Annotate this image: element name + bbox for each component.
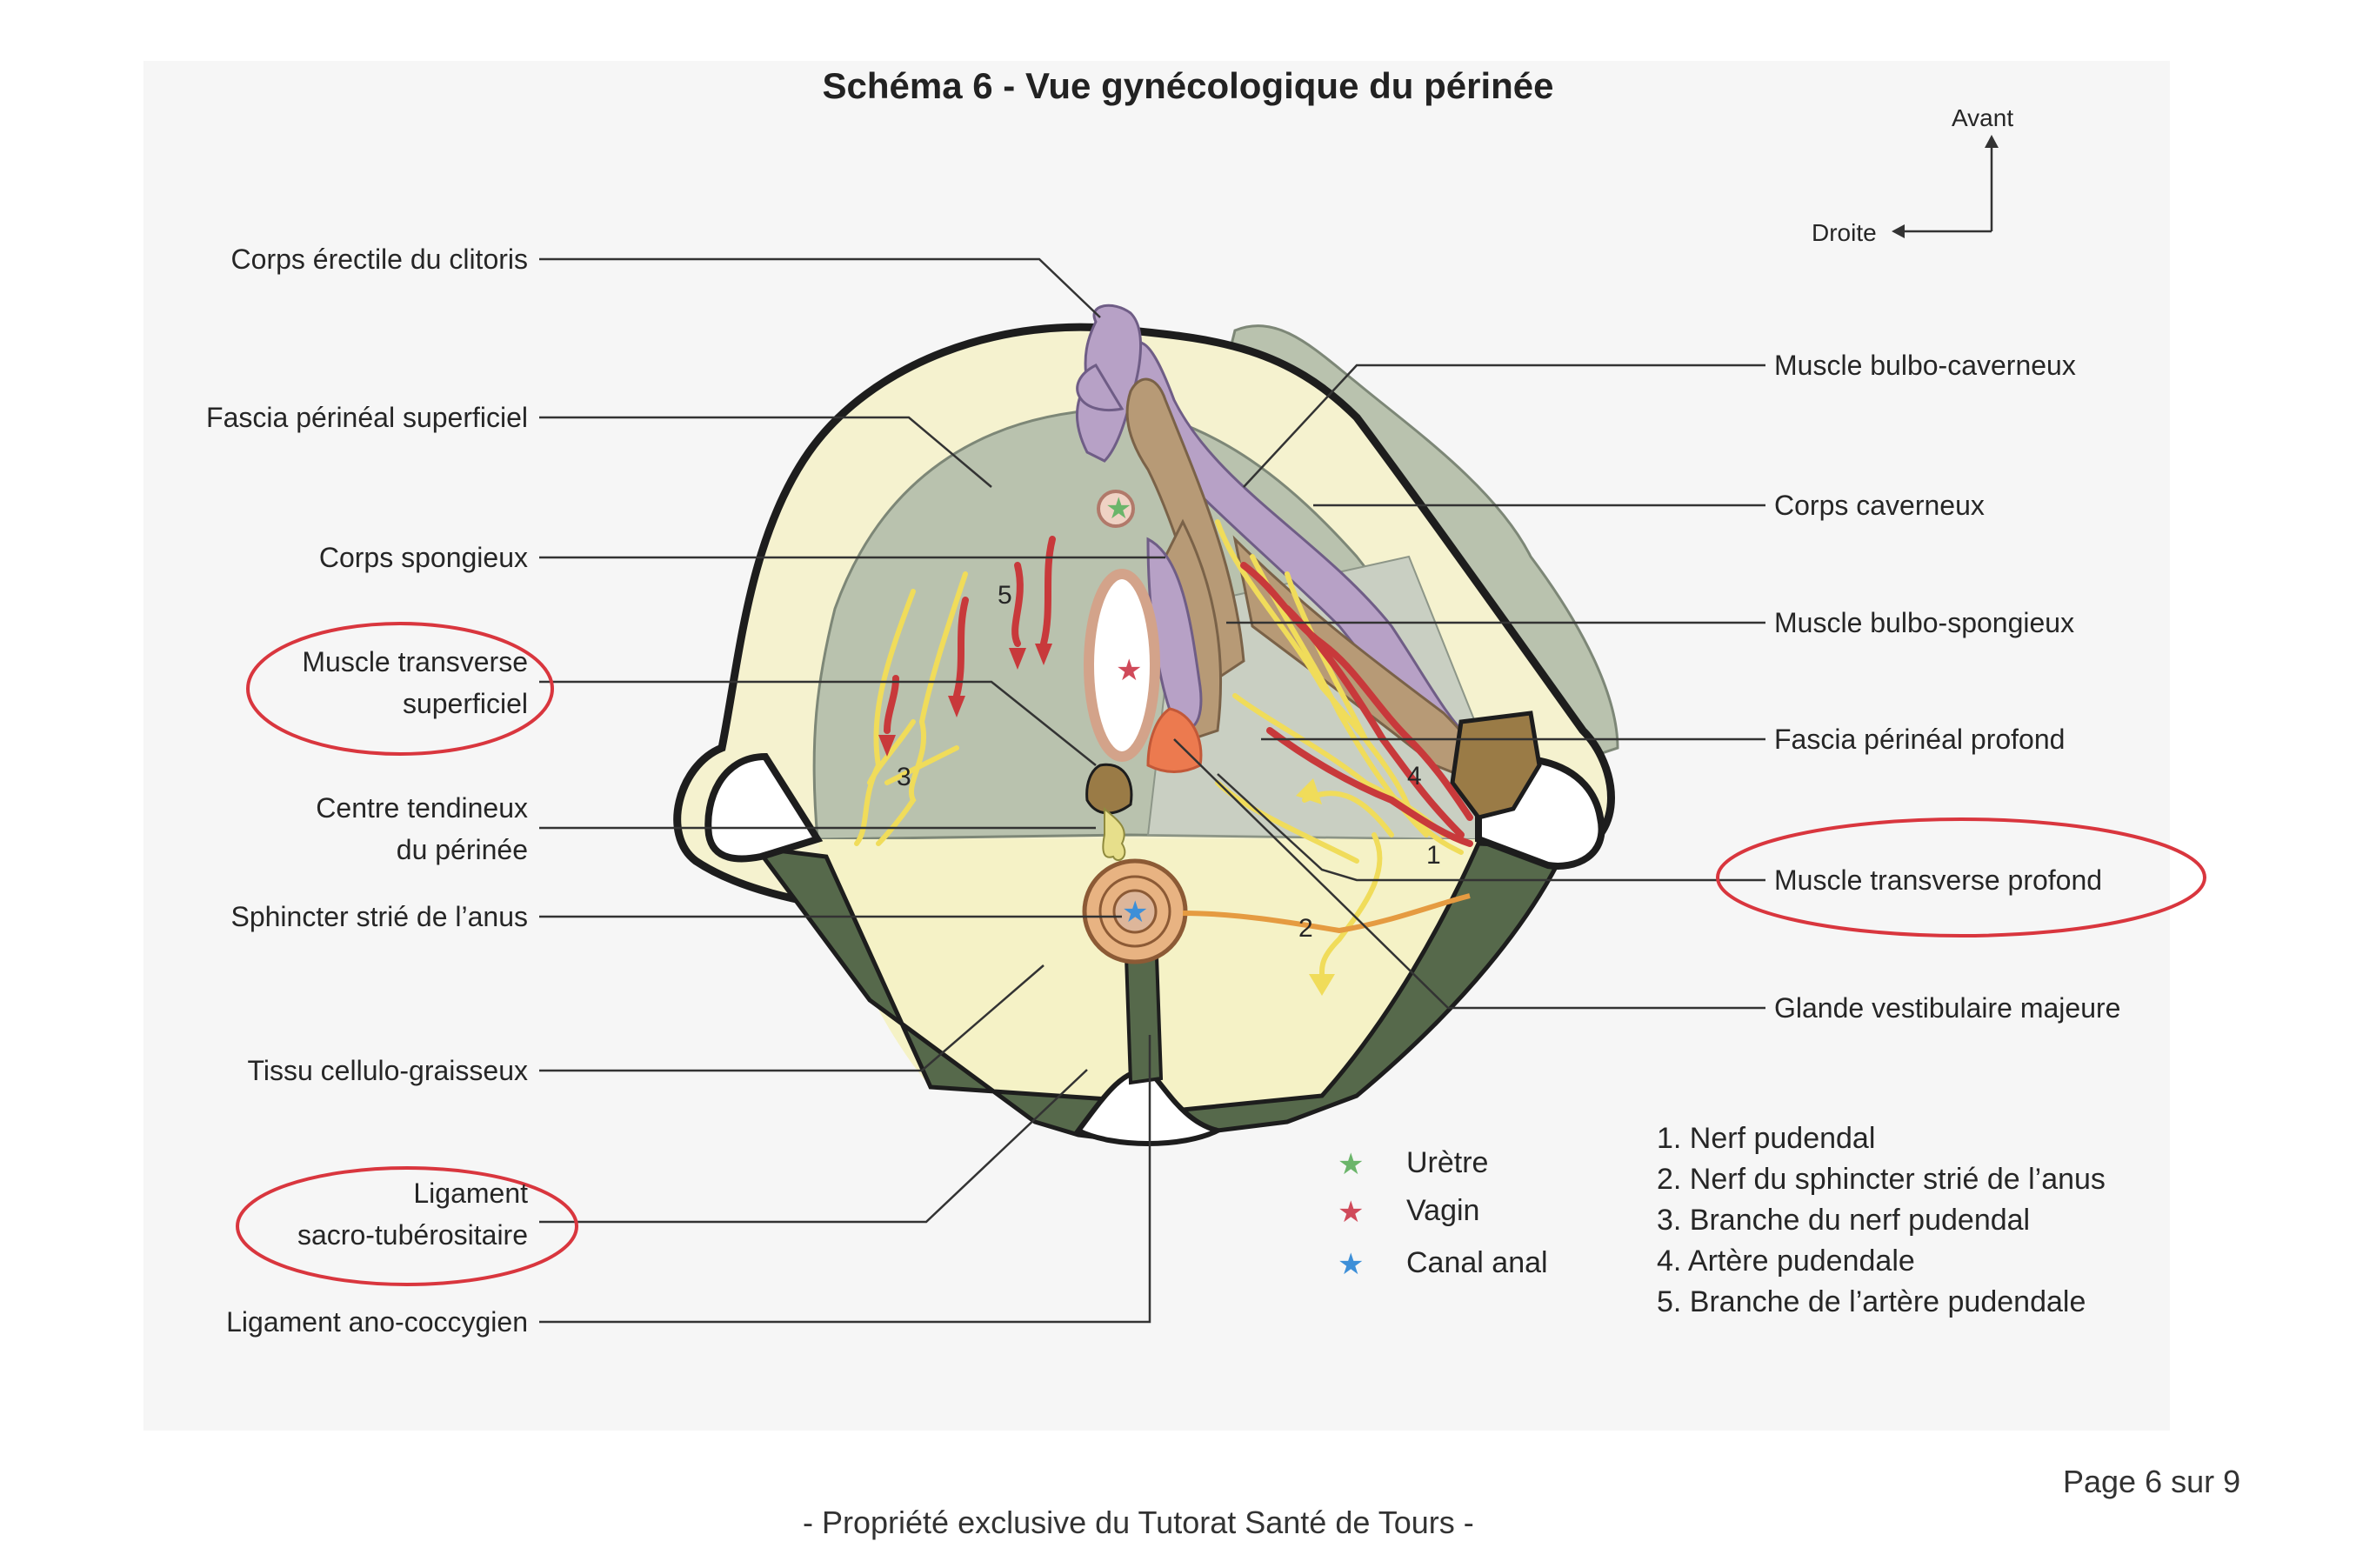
label-muscle-transverse-profond: Muscle transverse profond <box>1774 864 2103 896</box>
figure-number-2: 2 <box>1298 914 1313 943</box>
vagina-star-icon: ★ <box>1116 654 1143 687</box>
label-muscle-bulbo-spongieux: Muscle bulbo-spongieux <box>1774 607 2075 638</box>
orientation-front-label: Avant <box>1952 104 2014 131</box>
label-tissu-cellulo-graisseux: Tissu cellulo-graisseux <box>247 1055 528 1086</box>
centre-tendineux-perinee <box>1085 763 1133 815</box>
anal-canal-star-icon: ★ <box>1122 896 1149 929</box>
artery-arrows <box>878 644 1052 757</box>
ligament-ano-coccygien <box>1124 955 1164 1085</box>
nerve-arrows <box>1296 778 1335 996</box>
diagram-title: Schéma 6 - Vue gynécologique du périnée <box>822 65 1554 106</box>
figure-number-1: 1 <box>1426 841 1441 870</box>
label-muscle-bulbo-caverneux: Muscle bulbo-caverneux <box>1774 350 2076 381</box>
legend-number-5: 5. Branche de l’artère pudendale <box>1657 1285 2086 1318</box>
ligament-sacro-tuberositaire-right <box>1147 841 1569 1133</box>
figure-number-4: 4 <box>1407 762 1422 791</box>
label-corps-erectile-clitoris: Corps érectile du clitoris <box>230 244 528 275</box>
orientation-right-label: Droite <box>1812 219 1877 246</box>
raphe-perineal <box>1102 806 1126 861</box>
label-glande-vestibulaire-majeure: Glande vestibulaire majeure <box>1774 992 2121 1024</box>
legend-number-3: 3. Branche du nerf pudendal <box>1657 1204 2031 1237</box>
legend-anal-canal-label: Canal anal <box>1406 1246 1548 1279</box>
legend-star-urethra-icon: ★ <box>1338 1148 1365 1181</box>
nerf-sphincter-anus <box>1182 893 1471 934</box>
clitoris-crus-left <box>1076 364 1125 411</box>
label-sphincter-strie-anus: Sphincter strié de l’anus <box>230 901 528 932</box>
legend-star-vagina-icon: ★ <box>1338 1196 1365 1229</box>
legend-number-1: 1. Nerf pudendal <box>1657 1122 1876 1155</box>
label-ligament-ano-coccygien: Ligament ano-coccygien <box>226 1306 528 1338</box>
page-number: Page 6 sur 9 <box>2063 1464 2241 1499</box>
legend-star-anal-canal-icon: ★ <box>1338 1248 1365 1281</box>
footer-text: - Propriété exclusive du Tutorat Santé d… <box>803 1505 1474 1540</box>
leader-lines <box>539 257 1765 1324</box>
ischial-tuberosity-left <box>704 752 824 863</box>
label-ligament-sacro-tuberositaire: Ligament sacro-tubérositaire <box>297 1178 528 1251</box>
uretre <box>1097 490 1135 528</box>
legend-vagina-label: Vagin <box>1406 1194 1480 1227</box>
figure-number-5: 5 <box>998 581 1012 610</box>
label-fascia-perineal-profond: Fascia périnéal profond <box>1774 724 2066 755</box>
orientation-arrows <box>1899 139 1993 233</box>
coccyx <box>1074 1066 1225 1146</box>
legend-urethra-label: Urètre <box>1406 1146 1489 1179</box>
legend-number-4: 4. Artère pudendale <box>1657 1244 1915 1278</box>
label-centre-tendineux-perinee: Centre tendineux du périnée <box>316 792 528 865</box>
label-muscle-transverse-superficiel: Muscle transverse superficiel <box>302 646 528 719</box>
highlight-circles <box>236 622 2206 1286</box>
label-fascia-perineal-superficiel: Fascia périnéal superficiel <box>206 402 528 433</box>
figure-number-3: 3 <box>897 763 911 791</box>
vagin <box>1084 569 1160 762</box>
legend-number-2: 2. Nerf du sphincter strié de l’anus <box>1657 1163 2106 1196</box>
label-corps-caverneux: Corps caverneux <box>1774 490 1985 521</box>
urethra-star-icon: ★ <box>1105 492 1132 525</box>
label-corps-spongieux: Corps spongieux <box>318 542 528 573</box>
